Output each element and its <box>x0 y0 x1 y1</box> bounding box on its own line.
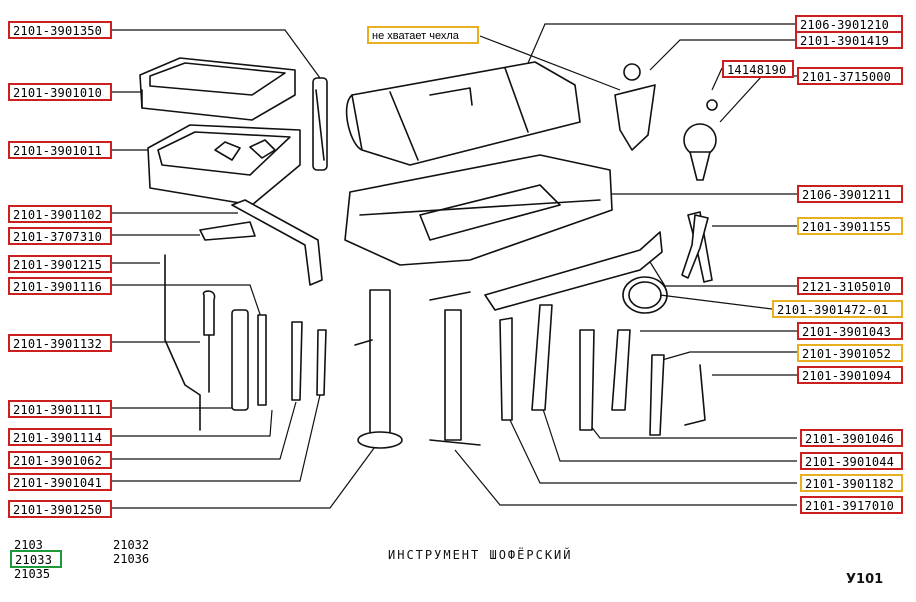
car-jack <box>354 289 403 449</box>
model-code-highlighted: 21033 <box>10 550 62 568</box>
part-label[interactable]: 2101-3901010 <box>8 83 112 101</box>
part-label[interactable]: 2101-3901102 <box>8 205 112 223</box>
sheet-code: У101 <box>846 572 884 587</box>
part-label[interactable]: 2101-3901116 <box>8 277 112 295</box>
spark-plug-wrench <box>231 309 267 411</box>
open-end-wrenches <box>291 321 327 401</box>
wheel-brace <box>231 199 323 286</box>
part-label[interactable]: 2121-3105010 <box>797 277 903 295</box>
handle-crank <box>164 254 201 431</box>
part-label[interactable]: 2101-3901132 <box>8 334 112 352</box>
part-label[interactable]: 2101-3901046 <box>800 429 903 447</box>
tire-lever <box>199 221 256 241</box>
tool-box-lid <box>139 57 296 121</box>
tool-roll <box>344 154 613 266</box>
part-label[interactable]: 2101-3901419 <box>795 31 903 49</box>
missing-cover-note: не хватает чехла <box>367 26 479 44</box>
part-label-optional[interactable]: 2101-3901182 <box>800 474 903 492</box>
model-code: 21036 <box>113 552 150 566</box>
part-label[interactable]: 2101-3715000 <box>797 67 903 85</box>
part-label[interactable]: 2101-3901041 <box>8 473 112 491</box>
model-code: 2103 <box>14 538 43 552</box>
part-label[interactable]: 2101-3901062 <box>8 451 112 469</box>
part-label[interactable]: 2101-3901044 <box>800 452 903 470</box>
part-label-optional[interactable]: 2101-3901472-01 <box>772 300 903 318</box>
model-code: 21035 <box>14 567 51 581</box>
model-code: 21032 <box>113 538 150 552</box>
part-label[interactable]: 14148190 <box>722 60 794 78</box>
part-label[interactable]: 2101-3901043 <box>797 322 903 340</box>
tire-iron-board <box>484 231 663 311</box>
part-label-optional[interactable]: 2101-3901052 <box>797 344 903 362</box>
inspection-lamp <box>614 63 718 181</box>
pliers <box>681 211 713 283</box>
screwdriver <box>202 290 216 393</box>
diagram-caption: ИНСТРУМЕНТ ШОФЁРСКИЙ <box>388 548 573 562</box>
fuse-puller <box>312 77 328 171</box>
part-label-optional[interactable]: 2101-3901155 <box>797 217 903 235</box>
part-label[interactable]: 2101-3901114 <box>8 428 112 446</box>
part-label[interactable]: 2101-3901111 <box>8 400 112 418</box>
part-label[interactable]: 2101-3917010 <box>800 496 903 514</box>
part-label[interactable]: 2101-3901250 <box>8 500 112 518</box>
tool-box-base <box>147 124 301 206</box>
part-label[interactable]: 2101-3707310 <box>8 227 112 245</box>
tool-bag <box>345 61 581 166</box>
part-label[interactable]: 2101-3901094 <box>797 366 903 384</box>
part-label[interactable]: 2101-3901215 <box>8 255 112 273</box>
tire-pump <box>429 291 481 446</box>
hex-wrench-set <box>499 304 706 436</box>
part-label[interactable]: 2101-3901011 <box>8 141 112 159</box>
tow-cable <box>622 276 668 314</box>
part-label[interactable]: 2106-3901211 <box>797 185 903 203</box>
leader-lines <box>112 23 797 509</box>
part-label[interactable]: 2101-3901350 <box>8 21 112 39</box>
